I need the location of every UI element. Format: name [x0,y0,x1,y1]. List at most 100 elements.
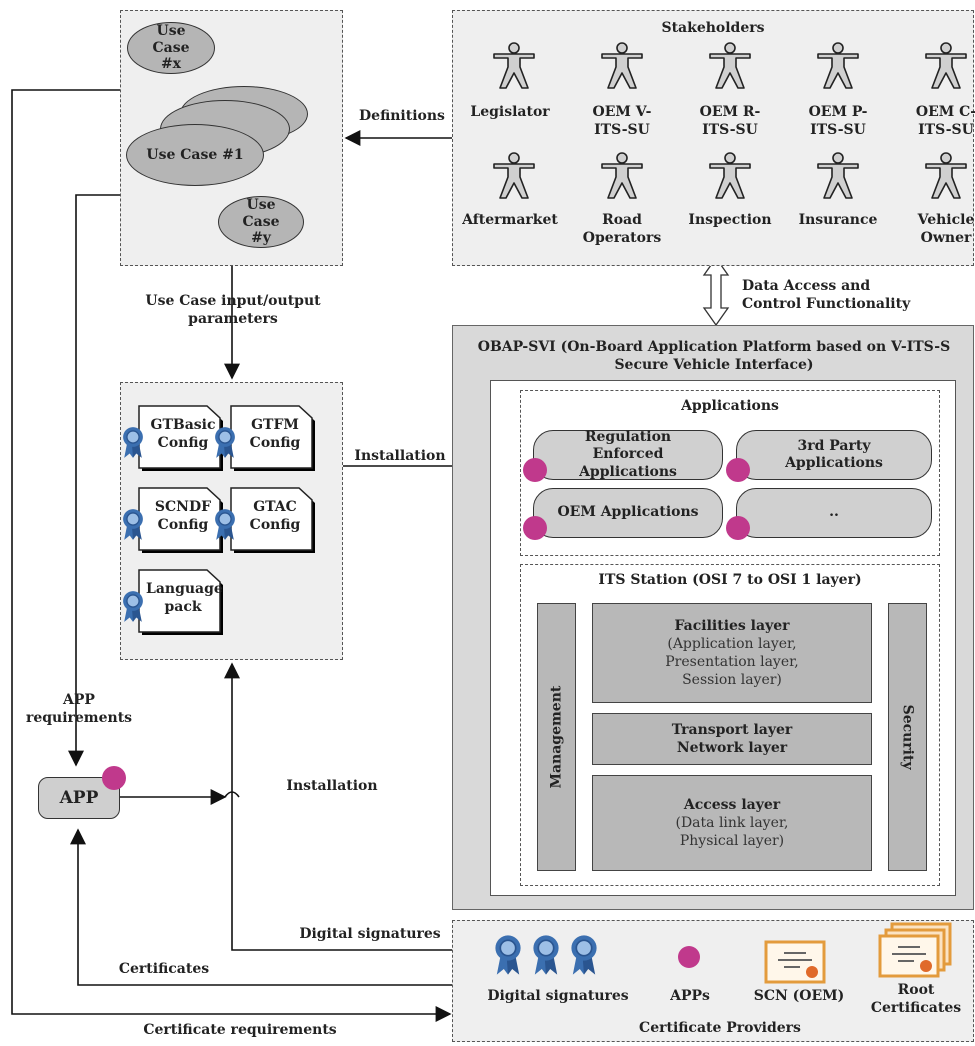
app-requirements-label: APP requirements [25,692,133,726]
installation-app-label: Installation [286,778,378,794]
config-document[interactable]: SCNDF Config [138,484,226,556]
applications-title: Applications [681,398,779,414]
stakeholder-label: Insurance [798,212,878,228]
config-label: GTBasic Config [150,417,216,452]
provider-label: SCN (OEM) [753,988,845,1004]
person-icon [601,42,643,89]
config-label: GTAC Config [249,499,301,534]
use-case-x-label: Use Case #x [152,22,190,73]
data-access-label: Data Access and Control Functionality [742,278,911,312]
use-case-1-label: Use Case #1 [146,146,244,163]
application-pill[interactable]: Regulation Enforced Applications [533,428,723,480]
award-ribbon-icon [495,935,521,975]
use-case-y[interactable]: Use Case #y [218,196,304,248]
config-label: SCNDF Config [154,499,212,534]
config-label: Language pack [146,581,223,616]
config-document[interactable]: GTAC Config [230,484,318,556]
config-document[interactable]: GTBasic Config [138,402,226,474]
use-case-1[interactable]: Use Case #1 [126,124,264,186]
lock-icon [102,766,126,790]
application-label: OEM Applications [557,504,699,521]
certificate-requirements-label: Certificate requirements [143,1022,337,1038]
stakeholder-label: Legislator [470,104,550,120]
security-label: Security [899,704,916,770]
application-label: Regulation Enforced Applications [579,428,677,480]
person-icon [493,42,535,89]
application-pill[interactable]: 3rd Party Applications [736,430,932,480]
person-icon [817,42,859,89]
stakeholder-label: OEM C-ITS-SU [915,104,975,138]
its-station-box [520,564,940,886]
person-icon [709,152,751,199]
person-icon [709,42,751,89]
award-ribbon-icon [533,935,559,975]
person-icon [817,152,859,199]
application-label: 3rd Party Applications [785,437,883,472]
config-label: GTFM Config [249,417,301,452]
obap-svi-title: OBAP-SVI (On-Board Application Platform … [477,339,951,373]
stakeholders-box [452,10,974,266]
document-shape [138,487,223,553]
application-pill[interactable]: .. [736,488,932,538]
document-shape [138,405,223,471]
facilities-subtitle: (Application layer, Presentation layer, … [665,635,799,689]
certificate-providers-title: Certificate Providers [639,1020,801,1036]
person-icon [925,152,967,199]
stakeholders-title: Stakeholders [661,20,765,36]
award-ribbon-icon [123,509,143,540]
stakeholder-label: Aftermarket [462,212,558,228]
certificates-arrow-label: Certificates [118,961,210,977]
its-station-title: ITS Station (OSI 7 to OSI 1 layer) [598,572,862,588]
award-ribbon-icon [123,591,143,622]
provider-label: Digital signatures [487,988,629,1004]
access-subtitle: (Data link layer, Physical layer) [675,814,789,850]
stakeholder-label: Inspection [688,212,772,228]
person-icon [925,42,967,89]
lock-icon [726,458,750,482]
provider-label: Root Certificates [870,982,962,1016]
access-layer[interactable]: Access layer (Data link layer, Physical … [592,775,872,871]
lock-icon [523,458,547,482]
certificate-requirements-arrow [11,89,452,1022]
app-label: APP [59,788,99,808]
app-requirements-arrow [68,194,120,767]
config-document[interactable]: Language pack [138,566,226,638]
award-ribbon-icon [571,935,597,975]
data-access-double-arrow [702,256,730,327]
application-pill[interactable]: OEM Applications [533,488,723,538]
lock-icon [726,516,750,540]
definitions-label: Definitions [359,108,445,124]
digital-signatures-arrow-label: Digital signatures [299,926,441,942]
certificate-icon [764,940,826,984]
document-shape [138,569,223,635]
person-icon [493,152,535,199]
config-document[interactable]: GTFM Config [230,402,318,474]
lock-icon [523,516,547,540]
award-ribbon-icon [215,427,235,458]
stakeholder-label: Road Operators [582,212,662,246]
certificate-icon [878,922,952,978]
facilities-title: Facilities layer [674,617,790,634]
award-ribbon-icon [215,509,235,540]
management-layer[interactable]: Management [537,603,576,871]
network-label: Network layer [676,740,788,756]
document-shape [230,487,315,553]
digital-signatures-arrow [224,662,452,951]
stakeholder-label: Vehicle Owner [917,212,975,246]
use-case-x[interactable]: Use Case #x [127,22,215,74]
stakeholder-label: OEM P-ITS-SU [808,104,868,138]
transport-label: Transport layer [671,721,793,738]
use-case-y-label: Use Case #y [242,196,280,247]
stakeholder-label: OEM V-ITS-SU [592,104,652,138]
person-icon [601,152,643,199]
applications-box [520,390,940,556]
award-ribbon-icon [123,427,143,458]
installation-configs-label: Installation [354,448,446,464]
access-title: Access layer [683,796,781,813]
security-layer[interactable]: Security [888,603,927,871]
stakeholder-label: OEM R-ITS-SU [699,104,761,138]
transport-network-layer[interactable]: Transport layer Network layer [592,713,872,765]
facilities-layer[interactable]: Facilities layer (Application layer, Pre… [592,603,872,703]
use-case-io-label: Use Case input/output parameters [145,293,321,327]
provider-label: APPs [670,988,710,1004]
